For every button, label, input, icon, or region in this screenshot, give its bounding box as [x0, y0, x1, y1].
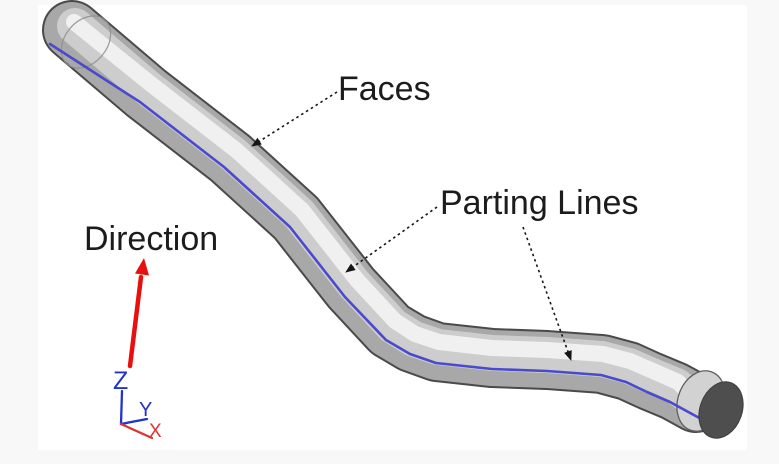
tube-highlight [66, 14, 694, 398]
triad-x-axis [119, 422, 154, 440]
direction-arrow [127, 258, 149, 369]
faces-leader-line [251, 91, 338, 147]
right-cap-face [698, 381, 744, 439]
parting-leader-line-right [522, 226, 572, 361]
faces-label: Faces [338, 70, 431, 108]
direction-label: Direction [84, 220, 219, 258]
tube-model [42, 0, 726, 433]
leader-lines [251, 91, 572, 361]
parting-line [48, 42, 707, 423]
triad-z-axis [119, 389, 124, 426]
triad-z-label: Z [113, 367, 129, 395]
left-cap-ring [60, 15, 112, 69]
parting-leader-line-left [345, 206, 438, 273]
parting-lines-label: Parting Lines [440, 184, 639, 222]
origin-triad [119, 389, 154, 440]
direction-arrow-head [135, 258, 149, 276]
triad-y-label: Y [139, 399, 153, 421]
triad-x-label: X [149, 421, 162, 442]
triad-y-axis [119, 417, 149, 426]
direction-arrow-shaft [127, 274, 144, 369]
